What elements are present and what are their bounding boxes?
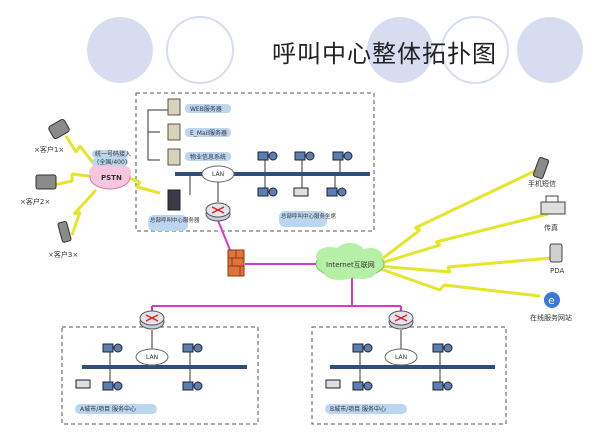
hq-box xyxy=(135,92,375,232)
firewall-icon xyxy=(227,249,245,277)
hq-server-label: 总部呼叫中心服务器 xyxy=(150,216,200,224)
hq-server-icon xyxy=(167,189,181,211)
email-server-icon xyxy=(167,123,181,141)
property-server-icon xyxy=(167,148,181,166)
client2-label: ×客户2× xyxy=(20,197,50,206)
branch-b-label: B城市/项目 服务中心 xyxy=(330,405,386,413)
page-title: 呼叫中心整体拓扑图 xyxy=(272,40,497,68)
branch-b-router-icon xyxy=(388,310,414,330)
fax-icon xyxy=(540,195,566,215)
branch-b-lan-node xyxy=(384,348,418,366)
hq-router-icon xyxy=(205,202,231,222)
pda-label: PDA xyxy=(550,267,564,275)
internet-cloud xyxy=(315,243,385,280)
web-server-label: WEB服务器 xyxy=(190,105,222,113)
branch-a-agent-icons xyxy=(75,343,203,391)
internet-label: Internet互联网 xyxy=(326,260,375,269)
hq-lan-node xyxy=(201,165,235,183)
hq-lan-label: LAN xyxy=(212,171,224,178)
client2-phone-icon xyxy=(35,174,57,190)
unified-access-label: 统一号码接入 xyxy=(95,150,131,158)
sms-mobile-icon xyxy=(532,156,550,180)
branch-a-router-icon xyxy=(139,310,165,330)
client1-label: ×客户1× xyxy=(34,145,64,154)
branch-a-lan-label: LAN xyxy=(146,354,158,361)
wireless-links xyxy=(53,135,553,298)
pstn-label: PSTN xyxy=(101,174,122,182)
web-server-icon xyxy=(167,98,181,116)
client1-phone-icon xyxy=(48,119,70,139)
email-server-label: E_Mail服务器 xyxy=(190,129,227,137)
branch-a-lan-bar xyxy=(82,365,247,369)
hq-agent-icons xyxy=(257,151,353,197)
hq-agents-label: 总部呼叫中心服务坐席 xyxy=(281,212,337,220)
hq-lan-bar xyxy=(175,172,370,176)
branch-b-box xyxy=(311,326,507,425)
client3-label: ×客户3× xyxy=(48,250,78,259)
fax-label: 传真 xyxy=(544,223,558,232)
client3-mobile-icon xyxy=(57,220,72,243)
access-numbers-label: (全国/400) xyxy=(97,158,127,166)
header-circles xyxy=(87,16,583,84)
ie-globe-icon: e xyxy=(544,292,560,308)
branch-b-lan-label: LAN xyxy=(395,354,407,361)
online-site-label: 在线服务网站 xyxy=(530,313,572,322)
branch-a-label: A城市/项目 服务中心 xyxy=(80,405,136,413)
branch-b-lan-bar xyxy=(330,365,495,369)
sms-label: 手机短信 xyxy=(528,179,556,188)
svg-text:e: e xyxy=(548,294,555,307)
branch-a-lan-node xyxy=(135,348,169,366)
pda-icon xyxy=(549,243,563,263)
property-system-label: 物业信息系统 xyxy=(190,153,226,161)
branch-b-agent-icons xyxy=(325,343,453,391)
